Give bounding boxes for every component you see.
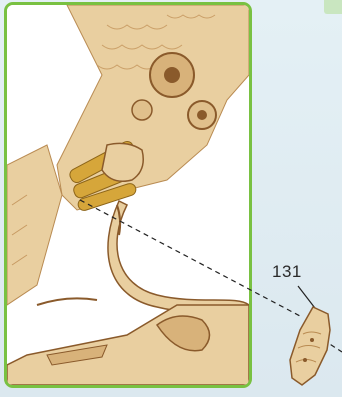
- insertion-guide-line: [80, 200, 300, 316]
- wooden-part-131: [290, 307, 330, 385]
- part-number-label: 131: [272, 262, 302, 282]
